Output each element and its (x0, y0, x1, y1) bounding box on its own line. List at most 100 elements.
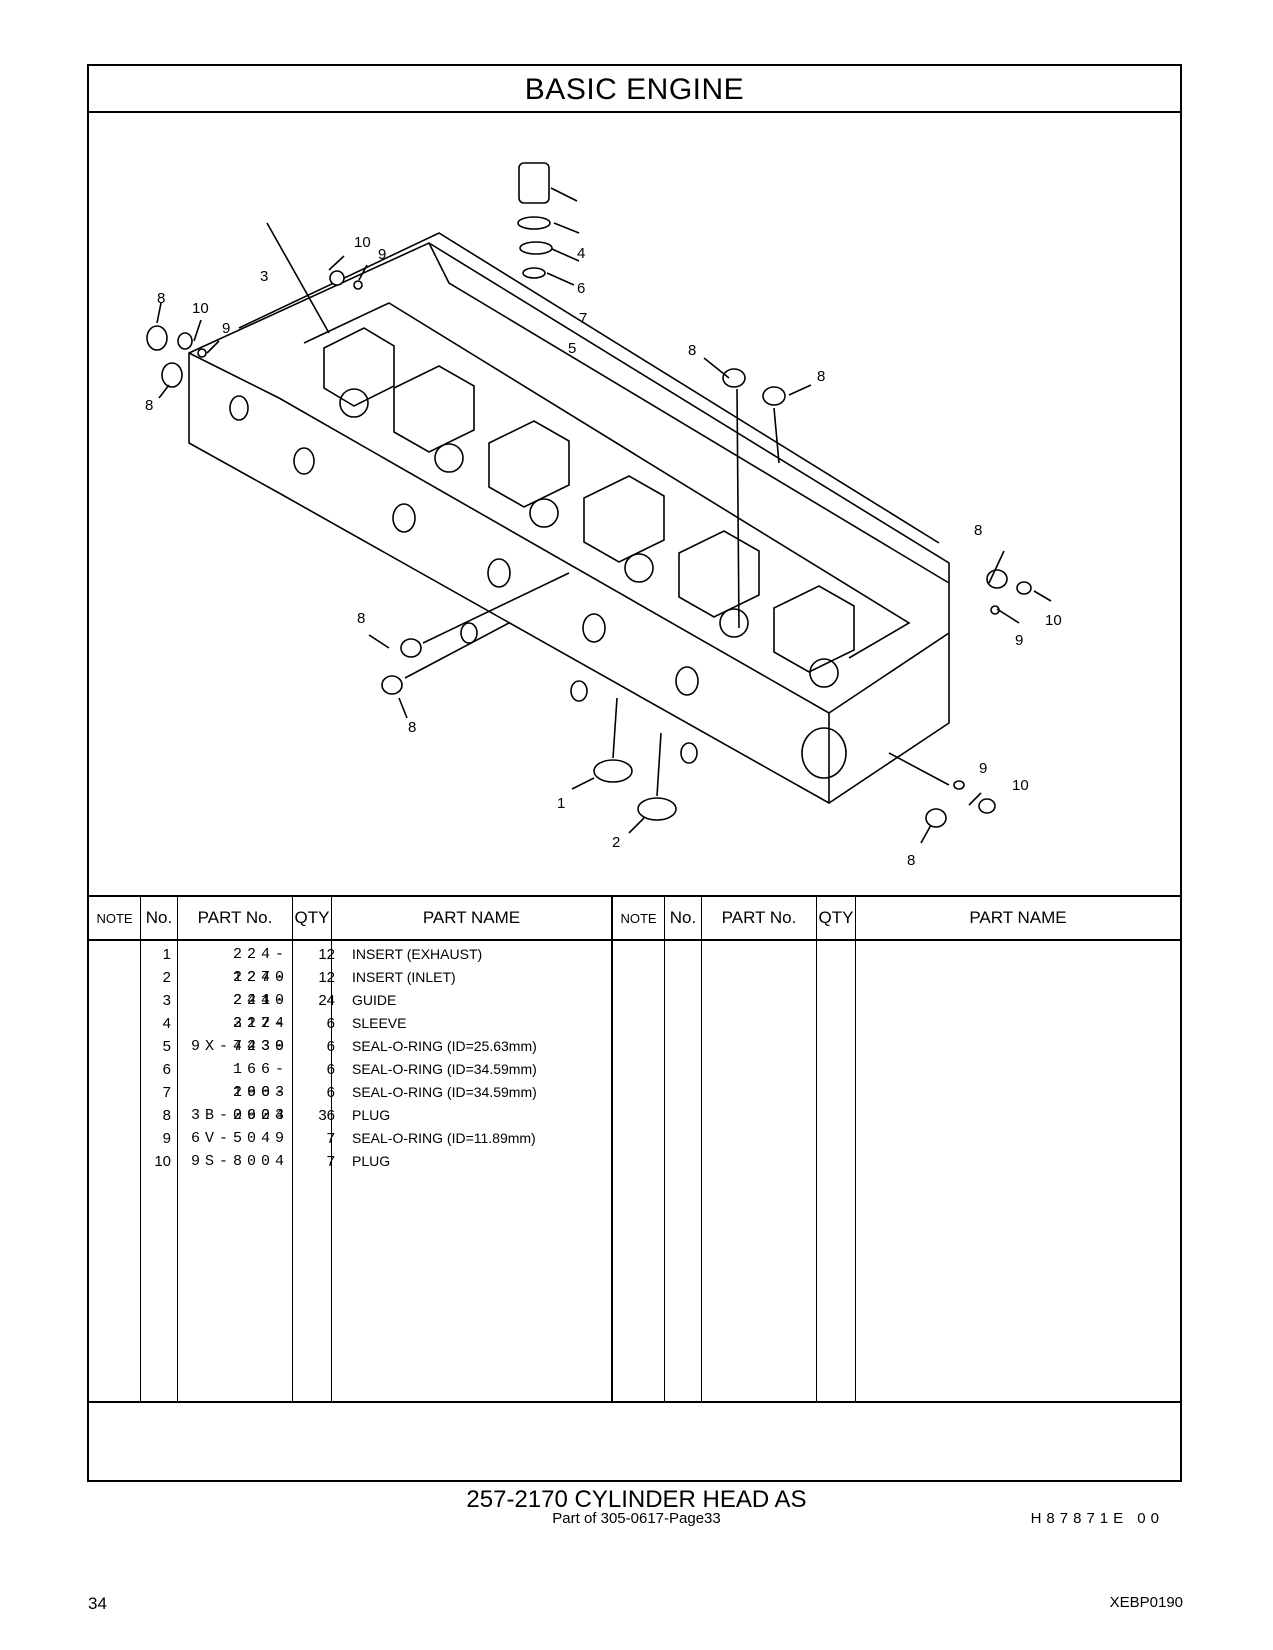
part-name: SEAL-O-RING (ID=34.59mm) (352, 1084, 537, 1100)
callout-label: 4 (577, 245, 586, 262)
table-row: 4 227-4239 6 SLEEVE (89, 1012, 1180, 1055)
cylinder-head-illustration (146, 162, 1052, 844)
callout-label: 9 (378, 246, 387, 263)
item-number: 9 (162, 1130, 171, 1147)
callout-label: 2 (612, 834, 621, 851)
part-number: 224-3124 (232, 992, 289, 1032)
part-name: GUIDE (352, 992, 397, 1008)
callout-label: 8 (408, 719, 417, 736)
callout-label: 7 (579, 310, 588, 327)
callout-label: 8 (688, 342, 697, 359)
callout-label: 1 (557, 795, 566, 812)
callout-label: 9 (222, 320, 231, 337)
quantity: 24 (318, 992, 335, 1009)
part-name: SLEEVE (352, 1015, 407, 1031)
table-row: 2 224-2410 12 INSERT (INLET) (89, 966, 1180, 1009)
page-title: BASIC ENGINE (89, 66, 1180, 113)
header-note: NOTE (89, 897, 141, 939)
quantity: 36 (318, 1107, 335, 1124)
callout-label: 3 (260, 268, 269, 285)
header-no-right: No. (665, 897, 702, 939)
callout-label: 6 (577, 280, 586, 297)
part-name: PLUG (352, 1107, 391, 1123)
part-name: SEAL-O-RING (ID=34.59mm) (352, 1061, 537, 1077)
column-divider (611, 941, 613, 1401)
part-number: 166-2904 (232, 1084, 289, 1124)
table-row: 3 224-3124 24 GUIDE (89, 989, 1180, 1032)
item-number: 8 (162, 1107, 171, 1124)
callout-label: 5 (568, 340, 577, 357)
quantity: 7 (326, 1153, 335, 1170)
item-number: 5 (162, 1038, 171, 1055)
header-part-no-right: PART No. (702, 897, 817, 939)
part-number: 166-2903 (232, 1061, 289, 1101)
header-note-right: NOTE (613, 897, 665, 939)
page-number: 34 (88, 1594, 107, 1613)
part-number: 224-2410 (232, 969, 289, 1009)
callout-label: 10 (354, 234, 371, 251)
table-row: 6 166-2903 6 SEAL-O-RING (ID=34.59mm) (89, 1058, 1180, 1101)
part-number: 227-4239 (232, 1015, 289, 1055)
callout-label: 8 (974, 522, 983, 539)
table-row: 1 224-1270 12 INSERT (EXHAUST) (89, 943, 1180, 986)
table-row: 10 9S-8004 7 PLUG (89, 1150, 1180, 1173)
quantity: 6 (326, 1061, 335, 1078)
header-part-no: PART No. (178, 897, 293, 939)
callout-label: 8 (357, 610, 366, 627)
quantity: 12 (318, 969, 335, 986)
quantity: 6 (326, 1015, 335, 1032)
part-name: INSERT (INLET) (352, 969, 456, 985)
column-divider (177, 941, 178, 1401)
parts-table-body: 1 224-1270 12 INSERT (EXHAUST) 2 224-241… (89, 941, 1180, 1403)
part-name: SEAL-O-RING (ID=25.63mm) (352, 1038, 537, 1054)
part-number: 224-1270 (232, 946, 289, 986)
assembly-title: 257-2170 CYLINDER HEAD AS (466, 1486, 807, 1513)
column-divider (292, 941, 293, 1401)
column-divider (664, 941, 665, 1401)
callout-label: 9 (979, 760, 988, 777)
callout-label: 10 (1045, 612, 1062, 629)
assembly-subtitle: Part of 305-0617-Page33 (552, 1510, 721, 1527)
column-divider (701, 941, 702, 1401)
callout-label: 8 (817, 368, 826, 385)
column-divider (855, 941, 856, 1401)
table-row: 9 6V-5049 7 SEAL-O-RING (ID=11.89mm) (89, 1127, 1180, 1150)
item-number: 3 (162, 992, 171, 1009)
part-number: 3B-0623 (190, 1107, 289, 1124)
table-row: 5 9X-7430 6 SEAL-O-RING (ID=25.63mm) (89, 1035, 1180, 1058)
quantity: 6 (326, 1038, 335, 1055)
quantity: 7 (326, 1130, 335, 1147)
quantity: 12 (318, 946, 335, 963)
part-number: 9S-8004 (190, 1153, 289, 1170)
illustration-reference: H87871E 00 (1030, 1510, 1164, 1527)
item-number: 10 (154, 1153, 171, 1170)
document-code: XEBP0190 (1109, 1594, 1183, 1611)
table-row: 7 166-2904 6 SEAL-O-RING (ID=34.59mm) (89, 1081, 1180, 1124)
callout-label: 10 (192, 300, 209, 317)
part-number: 9X-7430 (190, 1038, 289, 1055)
callout-label: 8 (907, 852, 916, 869)
column-divider (140, 941, 141, 1401)
header-part-name-right: PART NAME (969, 908, 1067, 927)
quantity: 6 (326, 1084, 335, 1101)
header-part-name: PART NAME (332, 897, 613, 939)
column-divider (816, 941, 817, 1401)
item-number: 1 (162, 946, 171, 963)
table-row: 8 3B-0623 36 PLUG (89, 1104, 1180, 1127)
item-number: 7 (162, 1084, 171, 1101)
column-divider (331, 941, 332, 1401)
parts-table-header: NOTE No. PART No. QTY PART NAME NOTE No.… (89, 895, 1180, 941)
part-name: PLUG (352, 1153, 391, 1169)
item-number: 2 (162, 969, 171, 986)
header-no: No. (141, 897, 178, 939)
part-name: INSERT (EXHAUST) (352, 946, 483, 962)
part-number: 6V-5049 (190, 1130, 289, 1147)
part-name: SEAL-O-RING (ID=11.89mm) (352, 1130, 536, 1146)
callout-label: 8 (145, 397, 154, 414)
callout-label: 8 (157, 290, 166, 307)
exploded-view-diagram: 10 9 3 8 10 9 4 6 7 5 8 8 8 8 9 10 8 8 1… (89, 113, 1180, 895)
callout-label: 10 (1012, 777, 1029, 794)
parts-sheet-frame: BASIC ENGINE (87, 64, 1182, 1527)
header-qty: QTY (293, 897, 332, 939)
callout-label: 9 (1015, 632, 1024, 649)
